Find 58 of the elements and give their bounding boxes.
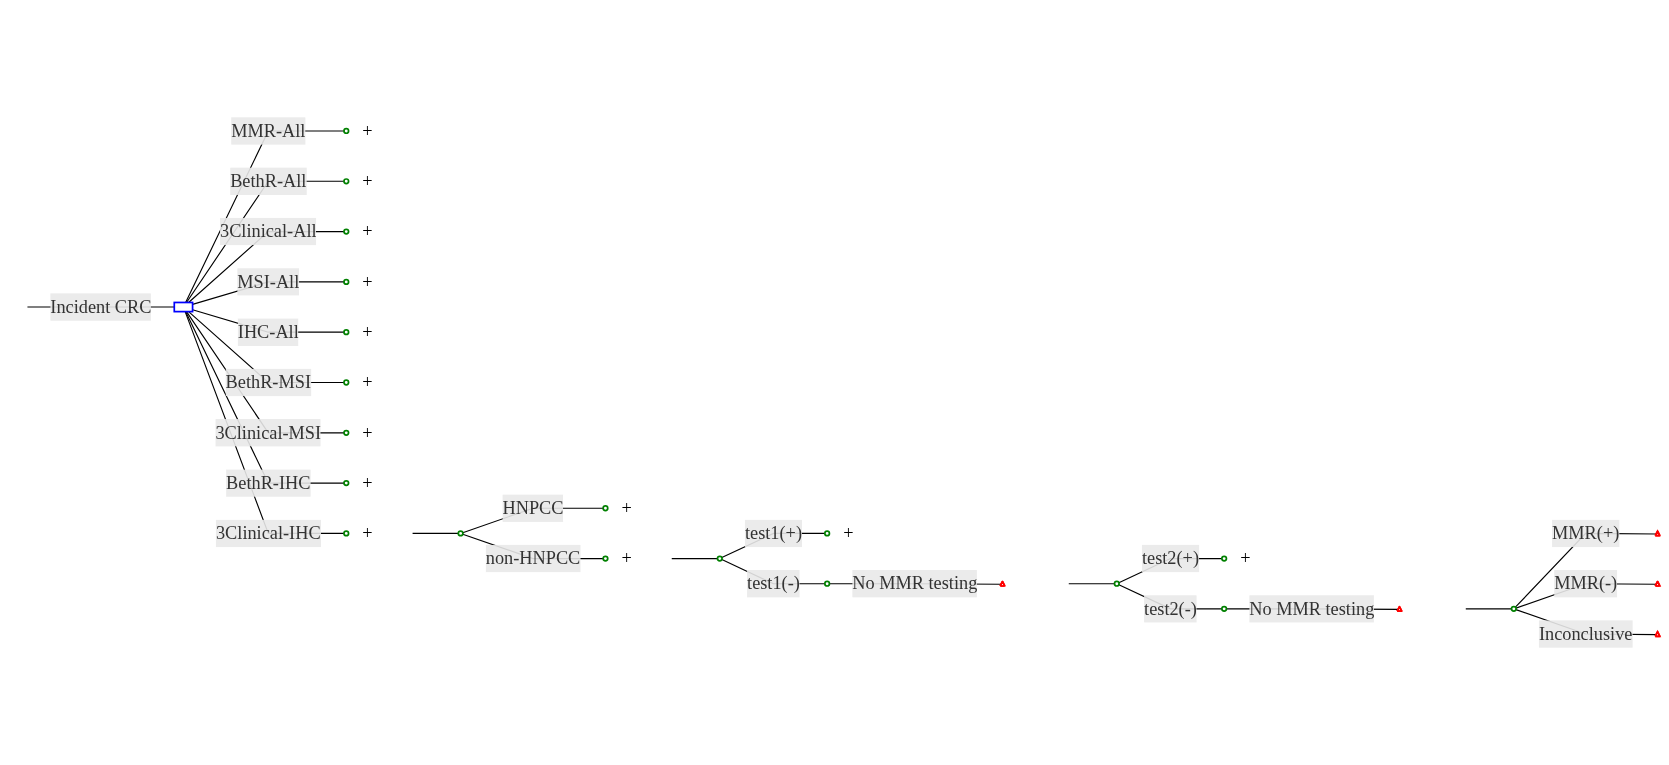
node-circle — [602, 555, 609, 562]
node-circle — [824, 530, 831, 537]
edge-label: test2(-) — [1144, 598, 1197, 619]
edge-label: test1(-) — [747, 573, 800, 593]
node-circle — [1221, 555, 1228, 562]
node-note: + — [1240, 548, 1251, 569]
edge-label: test2(+) — [1141, 548, 1199, 568]
node-circle — [343, 530, 350, 537]
node-circle — [343, 379, 350, 386]
node-note: + — [362, 221, 373, 242]
edge-label: BethR-IHC — [226, 472, 311, 493]
connector — [671, 558, 719, 560]
edge-label: non-HNPCC — [485, 548, 581, 568]
edge-label: 3Clinical-MSI — [215, 422, 322, 442]
connector — [412, 532, 459, 534]
node-circle — [343, 429, 350, 436]
node-circle — [343, 329, 350, 336]
node-circle — [1113, 580, 1120, 587]
edge-label: MMR(+) — [1552, 523, 1620, 543]
edge-label: MMR-All — [231, 120, 306, 141]
node-circle — [343, 278, 350, 286]
edge-label: test1(+) — [744, 523, 802, 543]
node-circle — [343, 228, 350, 235]
edge-label: No MMR testing — [852, 573, 978, 593]
node-note: + — [362, 171, 373, 191]
node-note: + — [621, 498, 632, 518]
node-circle — [1510, 605, 1517, 612]
connector — [1068, 583, 1116, 585]
node-circle — [824, 580, 831, 587]
edge-label: MSI-All — [237, 271, 300, 292]
node-circle — [716, 555, 723, 562]
node-note: + — [362, 372, 373, 393]
node-circle — [602, 505, 609, 512]
node-note: + — [362, 523, 373, 544]
edge-label: HNPCC — [502, 497, 564, 518]
edge-label: Incident CRC — [50, 296, 152, 317]
edge-label: BethR-MSI — [225, 372, 311, 392]
node-note: + — [362, 271, 373, 292]
node-circle — [343, 178, 350, 185]
node-note: + — [843, 523, 854, 544]
node-note: + — [362, 472, 373, 493]
node-note: + — [362, 422, 373, 443]
node-circle — [1221, 605, 1228, 612]
node-note: + — [362, 321, 373, 342]
edge-label: MMR(-) — [1554, 573, 1618, 593]
edge-label: BethR-All — [230, 170, 307, 191]
node-note: + — [621, 548, 632, 569]
edge-label: 3Clinical-All — [220, 221, 317, 241]
edge-label: IHC-All — [237, 321, 299, 342]
connector — [1465, 608, 1513, 610]
node-circle — [343, 127, 350, 135]
node-box — [173, 301, 194, 313]
edge-label: Inconclusive — [1538, 623, 1633, 644]
edge-label: 3Clinical-IHC — [215, 523, 321, 543]
node-circle — [343, 479, 350, 487]
edge-label: No MMR testing — [1249, 598, 1375, 619]
node-circle — [457, 530, 464, 537]
node-note: + — [362, 120, 373, 141]
